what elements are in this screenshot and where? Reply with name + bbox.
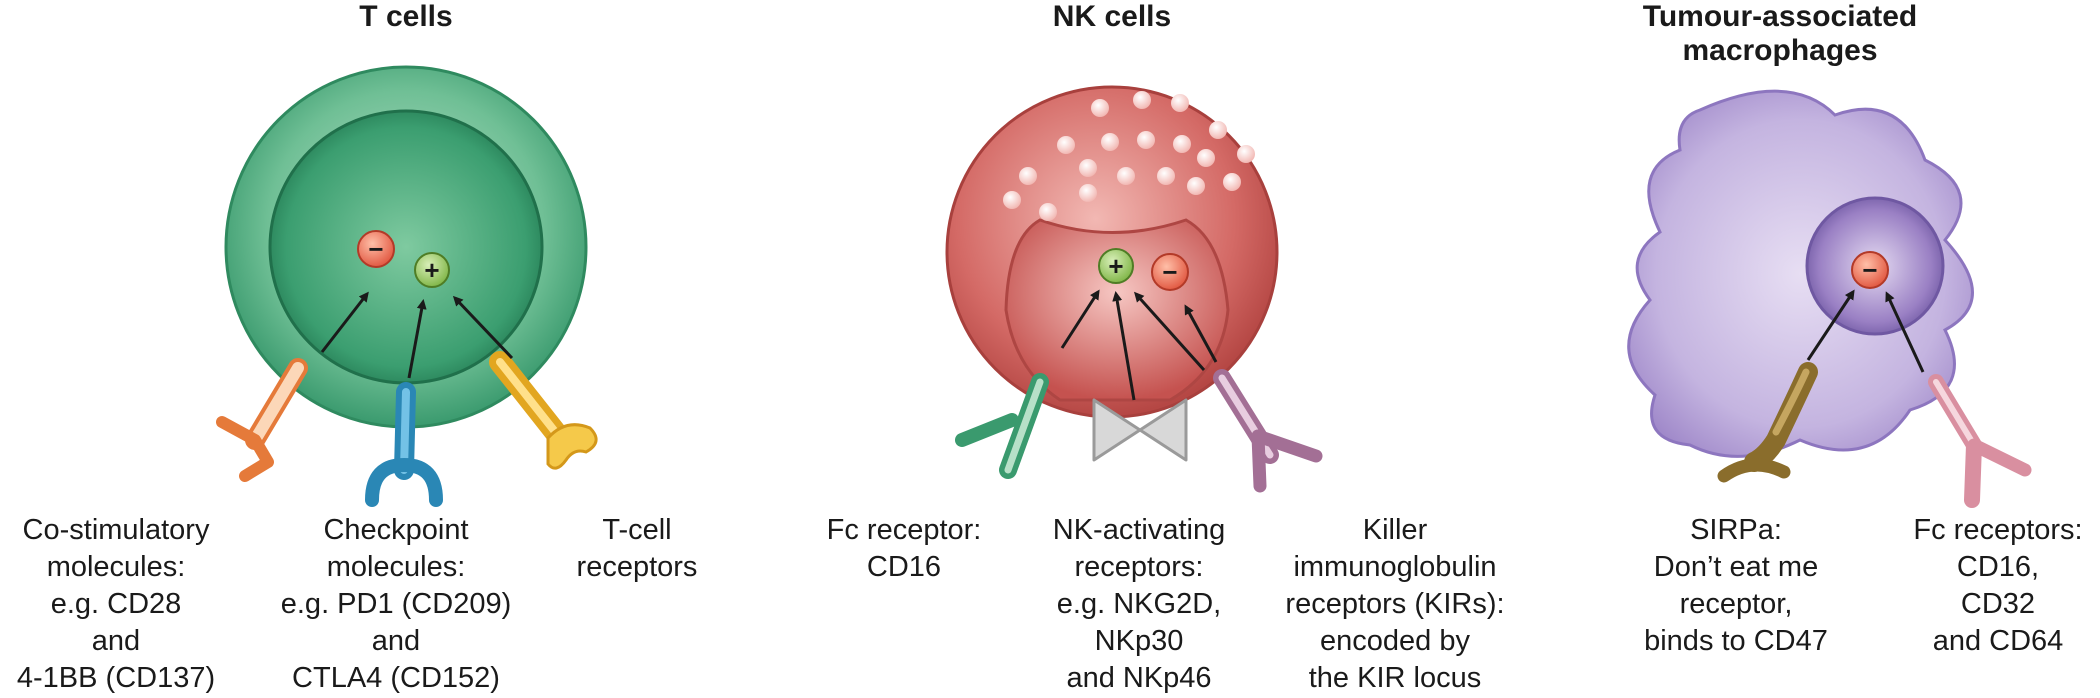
label-line: Fc receptors: xyxy=(1913,514,2083,546)
label-line: the KIR locus xyxy=(1308,662,1482,694)
nk-cells-title: NK cells xyxy=(1012,0,1212,34)
t-cell-receptor xyxy=(489,351,598,470)
label-line: e.g. NKG2D, xyxy=(1056,588,1222,620)
label-line: and CD64 xyxy=(1932,625,2064,657)
macrophage-negative-signal: − xyxy=(1851,251,1889,289)
title-line: NK cells xyxy=(1052,0,1172,33)
t-cell xyxy=(224,65,588,429)
label-line: NK-activating xyxy=(1052,514,1226,546)
macrophage-membrane xyxy=(1627,89,1974,458)
label-line: molecules: xyxy=(326,551,466,583)
nk-cell-granules xyxy=(1003,91,1255,221)
nk-cell-negative-signal: − xyxy=(1151,253,1189,291)
label-line: and xyxy=(371,625,421,657)
label-line: encoded by xyxy=(1320,625,1470,657)
label-line: immunoglobulin xyxy=(1293,551,1497,583)
label-line: 4-1BB (CD137) xyxy=(16,662,216,694)
title-line: macrophages xyxy=(1682,34,1878,67)
label-line: Co-stimulatory xyxy=(22,514,210,546)
nk-cell-positive-signal: + xyxy=(1098,248,1134,284)
label-line: Don’t eat me xyxy=(1653,551,1819,583)
checkpoint-receptor xyxy=(365,382,443,507)
title-line: Tumour-associated xyxy=(1642,0,1918,33)
label-line: receptors: xyxy=(1074,551,1204,583)
nk-activating-receptor xyxy=(1092,398,1188,462)
t-cells-title: T cells xyxy=(306,0,506,34)
co-stimulatory-label: Co-stimulatory molecules: e.g. CD28 and … xyxy=(0,512,232,697)
label-line: receptor, xyxy=(1679,588,1793,620)
nk-cell-nucleus xyxy=(1004,218,1230,402)
positive-sign: + xyxy=(424,255,439,285)
fc-receptors-label: Fc receptors: CD16, CD32 and CD64 xyxy=(1900,512,2096,660)
label-line: binds to CD47 xyxy=(1644,625,1828,657)
fc-receptor-cd16-label: Fc receptor: CD16 xyxy=(804,512,1004,586)
sirpa-receptor xyxy=(1717,362,1818,483)
negative-sign: − xyxy=(1162,257,1177,287)
positive-sign: + xyxy=(1108,251,1123,281)
label-line: NKp30 xyxy=(1094,625,1184,657)
label-line: CD16, xyxy=(1956,551,2040,583)
macrophages-title: Tumour-associated macrophages xyxy=(1620,0,1940,68)
t-cell-arrows xyxy=(320,291,514,379)
nk-activating-label: NK-activating receptors: e.g. NKG2D, NKp… xyxy=(1024,512,1254,697)
label-line: e.g. CD28 xyxy=(50,588,182,620)
label-line: receptors xyxy=(576,551,698,583)
label-line: and xyxy=(91,625,141,657)
fc-receptors-macrophage xyxy=(1928,374,2032,508)
label-line: e.g. PD1 (CD209) xyxy=(280,588,512,620)
macrophage-arrows xyxy=(1806,289,1925,373)
co-stimulatory-receptor xyxy=(216,358,308,482)
label-line: Killer xyxy=(1362,514,1428,546)
negative-sign: − xyxy=(368,234,383,264)
kir-label: Killer immunoglobulin receptors (KIRs): … xyxy=(1270,512,1520,697)
t-cell-positive-signal: + xyxy=(414,252,450,288)
label-line: molecules: xyxy=(46,551,186,583)
label-line: CD16 xyxy=(866,551,942,583)
label-line: receptors (KIRs): xyxy=(1285,588,1505,620)
sirpa-label: SIRPa: Don’t eat me receptor, binds to C… xyxy=(1618,512,1854,660)
label-line: CD32 xyxy=(1960,588,2036,620)
label-line: CTLA4 (CD152) xyxy=(292,662,500,694)
nk-cell-arrows xyxy=(1060,289,1218,401)
t-cell-nucleus xyxy=(268,109,544,385)
title-line: T cells xyxy=(359,0,453,33)
label-line: and NKp46 xyxy=(1066,662,1212,694)
negative-sign: − xyxy=(1862,255,1877,285)
checkpoint-label: Checkpoint molecules: e.g. PD1 (CD209) a… xyxy=(256,512,536,697)
label-line: Checkpoint xyxy=(323,514,469,546)
label-line: T-cell xyxy=(602,514,672,546)
t-cell-negative-signal: − xyxy=(357,230,395,268)
t-cell-receptors-label: T-cell receptors xyxy=(552,512,722,586)
label-line: Fc receptor: xyxy=(826,514,982,546)
label-line: SIRPa: xyxy=(1690,514,1782,546)
killer-immunoglobulin-receptor xyxy=(1213,369,1323,493)
fc-receptor-cd16 xyxy=(955,373,1049,479)
